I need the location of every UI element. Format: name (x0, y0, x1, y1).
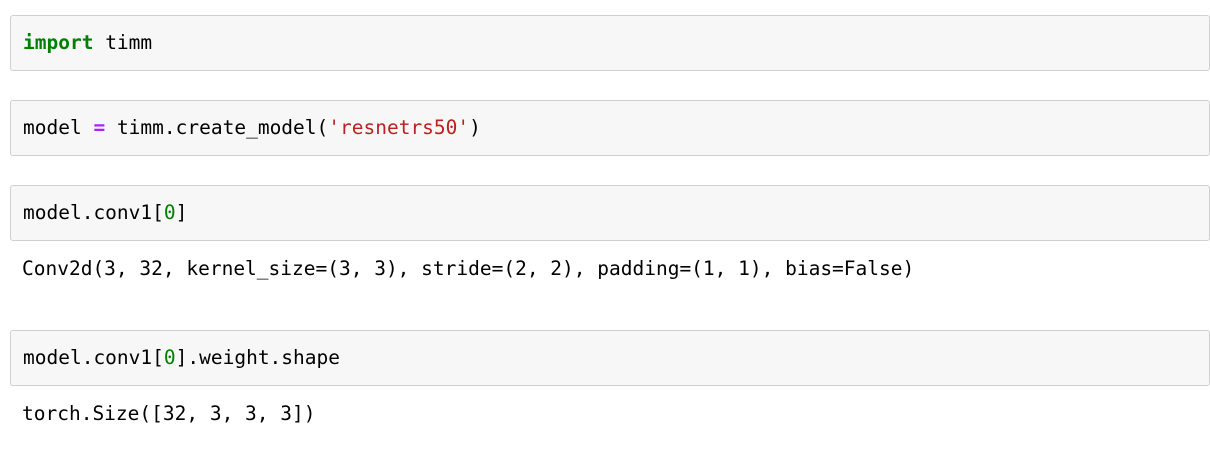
token-number: 0 (163, 346, 176, 369)
output-line: torch.Size([32, 3, 3, 3]) (22, 400, 1210, 428)
code-output-cell: Conv2d(3, 32, kernel_size=(3, 3), stride… (0, 255, 1210, 283)
code-input-cell[interactable]: model.conv1[0].weight.shape (10, 330, 1210, 386)
code-input-cell[interactable]: model = timm.create_model('resnetrs50') (10, 100, 1210, 156)
code-line: model.conv1[0] (23, 199, 1209, 227)
code-input-cell[interactable]: model.conv1[0] (10, 185, 1210, 241)
token-plain: Conv2d(3, 32, kernel_size=(3, 3), stride… (22, 257, 915, 280)
code-line: import timm (23, 29, 1209, 57)
code-input-cell[interactable]: import timm (10, 15, 1210, 71)
token-plain: ].weight.shape (175, 346, 341, 369)
token-string: 'resnetrs50' (328, 116, 470, 139)
token-plain: ) (469, 116, 481, 139)
token-plain: model.conv1[ (23, 346, 164, 369)
token-number: 0 (163, 201, 176, 224)
token-plain: ] (175, 201, 188, 224)
token-plain: model.conv1[ (23, 201, 164, 224)
code-line: model = timm.create_model('resnetrs50') (23, 114, 1209, 142)
token-plain: model (23, 116, 94, 139)
code-line: model.conv1[0].weight.shape (23, 344, 1209, 372)
code-output-cell: torch.Size([32, 3, 3, 3]) (0, 400, 1210, 428)
token-operator: = (93, 116, 106, 139)
token-plain: timm (93, 31, 153, 54)
token-keyword: import (23, 31, 94, 54)
token-plain: torch.Size([32, 3, 3, 3]) (22, 402, 316, 425)
token-plain: timm.create_model( (105, 116, 329, 139)
output-line: Conv2d(3, 32, kernel_size=(3, 3), stride… (22, 255, 1210, 283)
